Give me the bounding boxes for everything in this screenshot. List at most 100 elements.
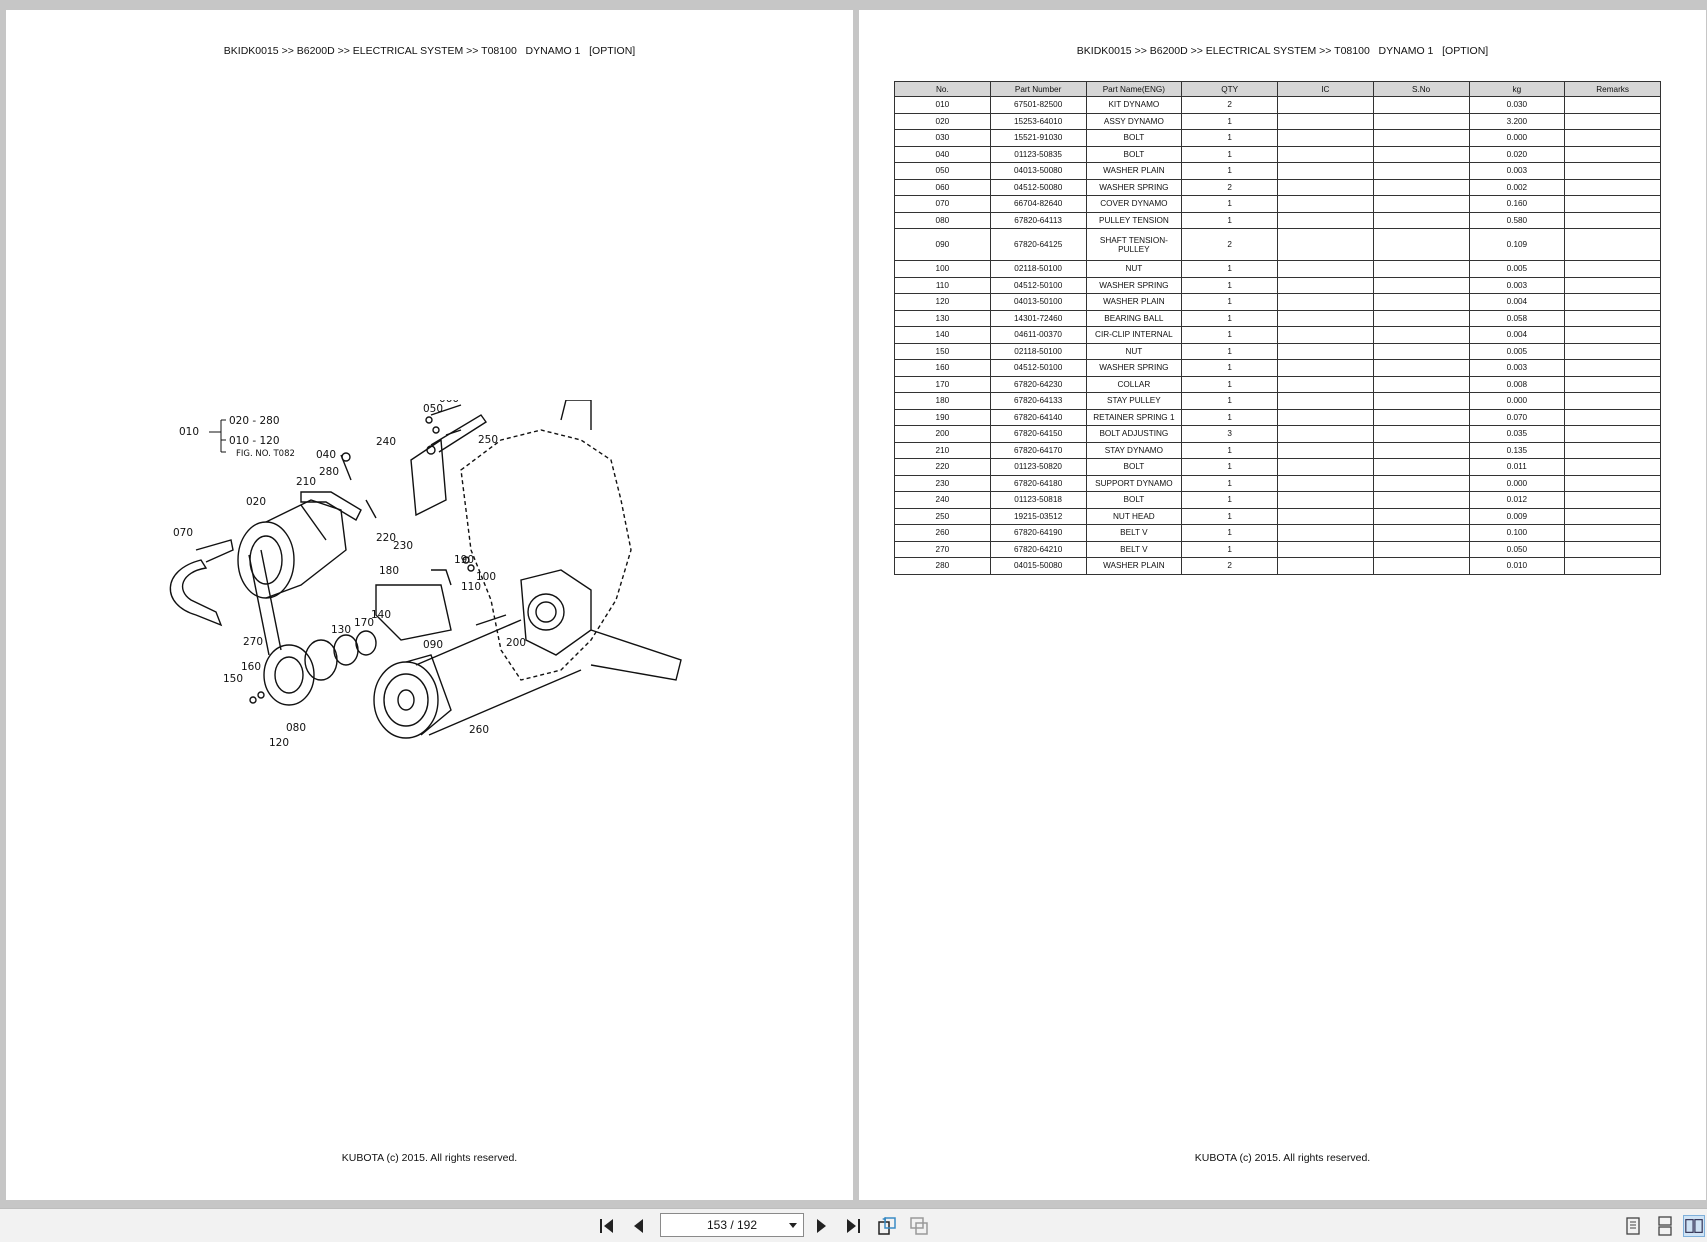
previous-page-icon[interactable] <box>628 1215 650 1237</box>
cell-remarks <box>1564 326 1661 344</box>
cell-sno <box>1372 441 1470 459</box>
cell-kg: 0.035 <box>1468 425 1566 443</box>
page-header-breadcrumb: BKIDK0015 >> B6200D >> ELECTRICAL SYSTEM… <box>223 45 636 57</box>
cell-remarks <box>1564 491 1661 509</box>
cell-part-name: WASHER SPRING <box>1085 359 1183 377</box>
cell-kg: 0.580 <box>1468 211 1566 229</box>
cell-kg: 0.109 <box>1468 228 1566 261</box>
callout-260: 260 <box>469 724 489 736</box>
cell-no: 070 <box>894 195 991 213</box>
header-sno: S.No <box>1372 81 1470 97</box>
cell-sno <box>1372 195 1470 213</box>
group-range-010-120: 010 - 120 <box>229 435 280 447</box>
rotate-counterclockwise-icon[interactable] <box>876 1215 898 1237</box>
cell-no: 260 <box>894 524 991 542</box>
cell-part-number: 67820-64133 <box>989 392 1087 410</box>
cell-part-number: 67820-64170 <box>989 441 1087 459</box>
cell-remarks <box>1564 260 1661 278</box>
cell-no: 280 <box>894 557 991 575</box>
cell-ic <box>1277 507 1374 525</box>
cell-ic <box>1277 474 1374 492</box>
cell-part-name: BELT V <box>1085 540 1183 558</box>
cell-sno <box>1372 557 1470 575</box>
cell-qty: 1 <box>1181 392 1278 410</box>
cell-ic <box>1277 392 1374 410</box>
cell-remarks <box>1564 309 1661 327</box>
cell-part-number: 04512-50100 <box>989 276 1087 294</box>
cell-qty: 1 <box>1181 293 1278 311</box>
cell-remarks <box>1564 112 1661 130</box>
cell-sno <box>1372 507 1470 525</box>
cell-sno <box>1372 326 1470 344</box>
header-remarks: Remarks <box>1564 81 1661 97</box>
cell-part-number: 01123-50820 <box>989 458 1087 476</box>
cell-part-number: 04512-50100 <box>989 359 1087 377</box>
single-page-view-icon[interactable] <box>1622 1215 1644 1237</box>
cell-sno <box>1372 276 1470 294</box>
cell-sno <box>1372 145 1470 163</box>
cell-part-number: 15521-91030 <box>989 129 1087 147</box>
cell-sno <box>1372 228 1470 261</box>
continuous-view-icon[interactable] <box>1654 1215 1676 1237</box>
callout-270: 270 <box>243 636 263 648</box>
cell-kg: 0.008 <box>1468 375 1566 393</box>
page-number-input[interactable]: 153 / 192 <box>660 1213 804 1237</box>
next-page-icon[interactable] <box>810 1215 832 1237</box>
cell-part-number: 02118-50100 <box>989 342 1087 360</box>
two-page-view-icon[interactable] <box>1683 1215 1705 1237</box>
group-range-020-280: 020 - 280 <box>229 415 280 427</box>
cell-remarks <box>1564 474 1661 492</box>
cell-ic <box>1277 276 1374 294</box>
cell-part-name: WASHER SPRING <box>1085 276 1183 294</box>
callout-080: 080 <box>286 722 306 734</box>
page-footer-copyright: KUBOTA (c) 2015. All rights reserved. <box>1194 1152 1371 1164</box>
cell-kg: 0.005 <box>1468 260 1566 278</box>
callout-020: 020 <box>246 496 266 508</box>
cell-remarks <box>1564 228 1661 261</box>
cell-part-number: 04611-00370 <box>989 326 1087 344</box>
cell-ic <box>1277 375 1374 393</box>
cell-part-name: SUPPORT DYNAMO <box>1085 474 1183 492</box>
cell-part-name: NUT <box>1085 342 1183 360</box>
cell-qty: 1 <box>1181 260 1278 278</box>
chevron-down-icon[interactable] <box>789 1223 797 1228</box>
cell-sno <box>1372 162 1470 180</box>
cell-qty: 1 <box>1181 145 1278 163</box>
cell-no: 160 <box>894 359 991 377</box>
cell-remarks <box>1564 375 1661 393</box>
cell-qty: 1 <box>1181 326 1278 344</box>
cell-remarks <box>1564 276 1661 294</box>
cell-ic <box>1277 260 1374 278</box>
callout-250: 250 <box>478 434 498 446</box>
first-page-icon[interactable] <box>596 1215 618 1237</box>
pdf-viewer-toolbar: 153 / 192 <box>0 1208 1707 1242</box>
cell-sno <box>1372 408 1470 426</box>
cell-sno <box>1372 129 1470 147</box>
cell-ic <box>1277 211 1374 229</box>
callout-050: 050 <box>423 403 443 415</box>
cell-qty: 1 <box>1181 408 1278 426</box>
rotate-clockwise-icon[interactable] <box>908 1215 930 1237</box>
cell-remarks <box>1564 392 1661 410</box>
cell-part-number: 67820-64150 <box>989 425 1087 443</box>
cell-part-name: WASHER PLAIN <box>1085 162 1183 180</box>
callout-180: 180 <box>379 565 399 577</box>
callout-190: 190 <box>454 554 474 566</box>
last-page-icon[interactable] <box>842 1215 864 1237</box>
cell-kg: 0.020 <box>1468 145 1566 163</box>
cell-sno <box>1372 96 1470 114</box>
callout-140: 140 <box>371 609 391 621</box>
cell-qty: 1 <box>1181 195 1278 213</box>
cell-kg: 0.011 <box>1468 458 1566 476</box>
cell-kg: 0.160 <box>1468 195 1566 213</box>
